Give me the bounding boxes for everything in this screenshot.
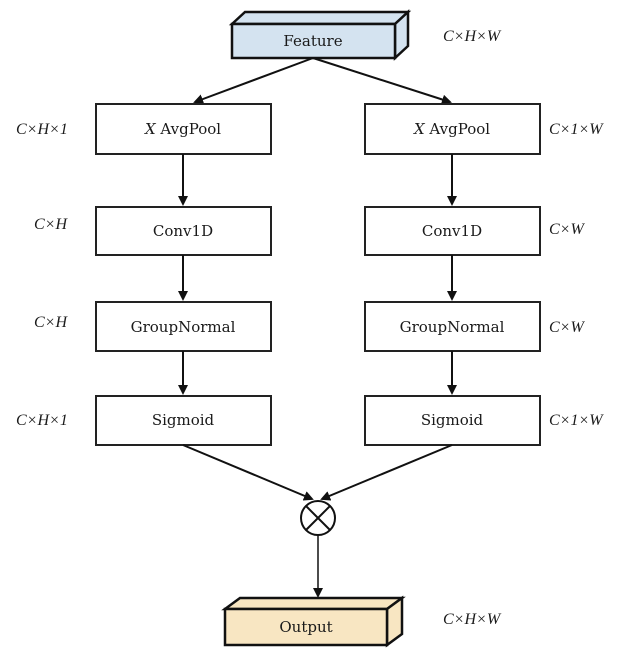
left-groupnormal-label: GroupNormal [131, 318, 236, 336]
right-conv1d-label: Conv1D [422, 222, 482, 240]
right-conv1d-box [364, 206, 541, 256]
output-dims: C×H×W [443, 611, 502, 628]
left-sigmoid-label: Sigmoid [152, 411, 215, 429]
right-sigmoid-label: Sigmoid [421, 411, 484, 429]
left-avgpool-dims: C×H×1 [16, 121, 68, 138]
feature-box: Feature [228, 9, 412, 61]
right-groupnormal-label: GroupNormal [400, 318, 505, 336]
left-sigmoid-box [95, 395, 272, 446]
right-sigmoid-box [364, 395, 541, 446]
feature-label: Feature [283, 32, 342, 50]
output-box-front [223, 607, 389, 647]
arrow-feature-left [193, 57, 314, 104]
right-avgpool-box [364, 103, 541, 155]
left-conv1d-label: Conv1D [153, 222, 213, 240]
left-sigmoid-dims: C×H×1 [16, 412, 68, 429]
feature-box-front [230, 22, 397, 60]
right-sigmoid-dims: C×1×W [549, 412, 604, 429]
arrow-right-merge [320, 444, 453, 501]
arrow-feature-right [312, 57, 452, 105]
output-label: Output [279, 618, 332, 636]
right-branch: X AvgPool C×1×W Conv1D C×W GroupNormal C… [364, 103, 604, 446]
left-avgpool-label: X AvgPool [144, 120, 221, 138]
right-groupnormal-dims: C×W [549, 319, 585, 336]
multiply-icon [300, 500, 336, 536]
right-avgpool-label: X AvgPool [413, 120, 490, 138]
feature-box-top [228, 10, 412, 26]
right-groupnormal-box [364, 301, 541, 352]
feature-dims: C×H×W [443, 28, 502, 45]
right-conv1d-dims: C×W [549, 221, 585, 238]
output-box: Output [221, 595, 406, 648]
output-box-top [221, 596, 406, 611]
arrow-left-merge [182, 444, 314, 501]
left-groupnormal-dims: C×H [34, 314, 68, 331]
right-avgpool-dims: C×1×W [549, 121, 604, 138]
left-conv1d-dims: C×H [34, 216, 68, 233]
left-branch: X AvgPool C×H×1 Conv1D C×H GroupNormal C… [16, 103, 272, 446]
